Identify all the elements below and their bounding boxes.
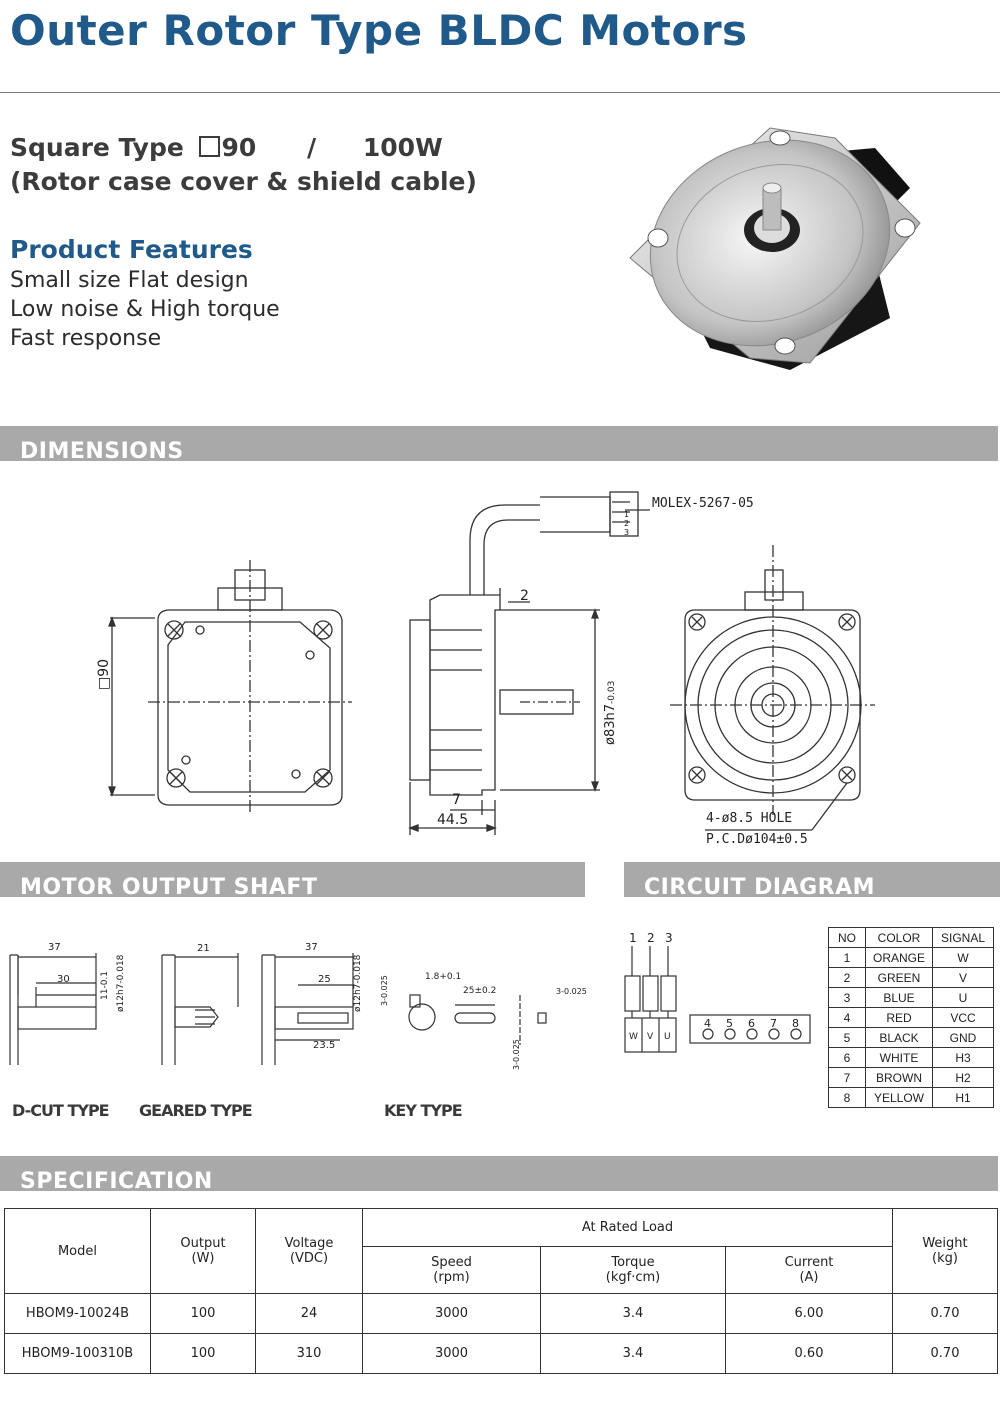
circuit-pin-number: 2: [647, 931, 655, 945]
dimensions-title: DIMENSIONS: [20, 439, 184, 461]
geared-type-label: GEARED TYPE: [139, 1101, 253, 1120]
spec-header-output: Output(W): [150, 1208, 256, 1294]
dimension-drawing: [108, 491, 875, 835]
connector2-pin: 6: [748, 1017, 755, 1030]
connector-letter: U: [664, 1032, 671, 1042]
dcut-diameter: ø12h7-0.018: [116, 954, 126, 1012]
dcut-length-37: 37: [48, 942, 61, 953]
key-length-25: 25: [318, 974, 331, 985]
key-dim: 25±0.2: [463, 986, 497, 996]
spec-section-header: SPECIFICATION: [0, 1156, 998, 1191]
product-power: 100W: [362, 133, 443, 162]
offset-dimension: 2: [520, 588, 529, 604]
product-separator: /: [307, 133, 317, 162]
dcut-type-label: D-CUT TYPE: [12, 1101, 110, 1120]
spec-header-model: Model: [4, 1208, 151, 1294]
pin-label: 3: [624, 528, 630, 537]
key-dim: 1.8+0.1: [425, 972, 462, 982]
key-length-23-5: 23.5: [313, 1040, 336, 1051]
hole-dimension: 4-ø8.5 HOLE: [706, 811, 793, 826]
spec-header-torque: Torque(kgf·cm): [540, 1246, 726, 1294]
spec-header-speed: Speed(rpm): [362, 1246, 541, 1294]
key-diameter: ø12h7-0.018: [353, 954, 363, 1012]
feature-item: Small size Flat design: [10, 268, 249, 293]
features-heading: Product Features: [10, 235, 253, 264]
spec-header-current: Current(A): [725, 1246, 893, 1294]
specification-table: Model Output(W) Voltage(VDC) At Rated Lo…: [4, 1208, 998, 1374]
key-dim: 3-0.025: [512, 1039, 521, 1070]
pin-label: 1: [624, 510, 630, 519]
key-length-37: 37: [305, 942, 318, 953]
wire-table-header: SIGNAL: [932, 927, 994, 948]
connector2-pin: 8: [792, 1017, 799, 1030]
spec-header-rated-load: At Rated Load: [362, 1208, 893, 1247]
length-7-dimension: 7: [452, 792, 461, 808]
dcut-flat: 11-0.1: [100, 970, 110, 1000]
spec-header-voltage: Voltage(VDC): [255, 1208, 363, 1294]
product-type-label: Square Type: [10, 133, 184, 162]
square-dimension-label: □90: [96, 658, 112, 690]
connector2-pin: 4: [704, 1017, 711, 1030]
connector2-pin: 7: [770, 1017, 777, 1030]
diameter-dimension: ø83h7-0.03: [603, 680, 618, 745]
connector-label: MOLEX-5267-05: [652, 496, 754, 511]
page-title: Outer Rotor Type BLDC Motors: [10, 6, 748, 55]
circuit-title: CIRCUIT DIAGRAM: [644, 875, 876, 897]
wire-table-header: NO: [828, 927, 866, 948]
wire-table-header: COLOR: [865, 927, 933, 948]
circuit-section-header: CIRCUIT DIAGRAM: [624, 862, 1000, 897]
spec-header-weight: Weight(kg): [892, 1208, 998, 1294]
shaft-title: MOTOR OUTPUT SHAFT: [20, 875, 318, 897]
connector2-pin: 5: [726, 1017, 733, 1030]
square-size: 90: [198, 133, 256, 162]
dcut-length-30: 30: [57, 974, 70, 985]
circuit-pin-number: 1: [629, 931, 637, 945]
geared-length-21: 21: [197, 943, 210, 954]
key-type-label: KEY TYPE: [384, 1101, 463, 1120]
connector-letter: W: [629, 1032, 638, 1042]
key-dim: 3-0.025: [380, 975, 389, 1006]
shaft-section-header: MOTOR OUTPUT SHAFT: [0, 862, 585, 897]
feature-item: Fast response: [10, 326, 162, 351]
length-44-5-dimension: 44.5: [437, 812, 469, 828]
title-divider: [0, 92, 1000, 93]
circuit-pin-number: 3: [665, 931, 673, 945]
product-line-1: Square Type 90 / 100W: [10, 133, 443, 162]
rear-view: [670, 545, 875, 831]
connector-letter: V: [647, 1032, 654, 1042]
circuit-drawing: [624, 946, 811, 1053]
spec-title: SPECIFICATION: [20, 1169, 213, 1191]
shaft-drawings: [9, 953, 547, 1065]
dimensions-section-header: DIMENSIONS: [0, 426, 998, 461]
feature-item: Low noise & High torque: [10, 297, 280, 322]
front-view: [108, 560, 352, 815]
pin-label: 2: [624, 519, 630, 528]
side-view: [408, 491, 650, 835]
pcd-dimension: P.C.Dø104±0.5: [706, 832, 808, 847]
key-dim: 3-0.025: [556, 987, 587, 996]
product-line-2: (Rotor case cover & shield cable): [10, 167, 477, 196]
motor-photo: [629, 127, 921, 370]
